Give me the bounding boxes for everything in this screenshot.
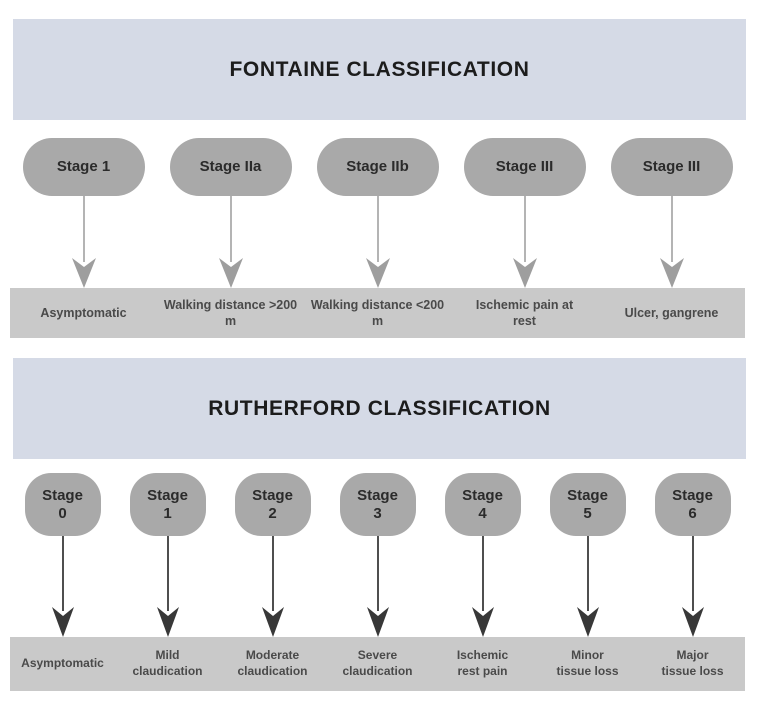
down-arrow-icon: [157, 196, 304, 288]
fontaine-description-5: Ulcer, gangrene: [624, 305, 719, 320]
fontaine-arrow-row: [10, 196, 745, 288]
rutherford-title: RUTHERFORD CLASSIFICATION: [208, 396, 551, 420]
fontaine-stage-pill-3: Stage IIb: [316, 138, 439, 196]
fontaine-stage-pill-4: Stage III: [463, 138, 586, 196]
fontaine-description-2: Walking distance >200 m: [163, 297, 298, 328]
rutherford-description-6: Major tissue loss: [661, 648, 724, 678]
down-arrow-icon: [115, 536, 220, 637]
fontaine-stage-pill-2: Stage IIa: [169, 138, 292, 196]
rutherford-section: RUTHERFORD CLASSIFICATION Stage 0 Stage …: [0, 358, 760, 691]
down-arrow-icon: [325, 536, 430, 637]
rutherford-stage-label-3: Stage 3: [357, 487, 398, 522]
rutherford-description-3: Severe claudication: [342, 648, 413, 678]
fontaine-stage-label-1: Stage 1: [56, 158, 111, 176]
fontaine-description-1: Asymptomatic: [40, 305, 127, 320]
rutherford-stage-label-0: Stage 0: [42, 487, 83, 522]
rutherford-stage-pill-5: Stage 5: [549, 473, 626, 536]
down-arrow-icon: [10, 196, 157, 288]
fontaine-header: FONTAINE CLASSIFICATION: [13, 19, 746, 120]
fontaine-title: FONTAINE CLASSIFICATION: [229, 57, 530, 81]
rutherford-description-bar: Asymptomatic Mild claudication Moderate …: [10, 637, 745, 691]
fontaine-stage-pill-1: Stage 1: [22, 138, 145, 196]
rutherford-stage-pill-3: Stage 3: [339, 473, 416, 536]
fontaine-stage-label-2: Stage IIa: [199, 158, 262, 176]
down-arrow-icon: [220, 536, 325, 637]
fontaine-description-4: Ischemic pain at rest: [475, 297, 574, 328]
rutherford-stage-label-2: Stage 2: [252, 487, 293, 522]
fontaine-stage-label-5: Stage III: [642, 158, 701, 176]
rutherford-stage-pill-1: Stage 1: [129, 473, 206, 536]
down-arrow-icon: [598, 196, 745, 288]
fontaine-description-bar: Asymptomatic Walking distance >200 m Wal…: [10, 288, 745, 338]
fontaine-description-3: Walking distance <200 m: [310, 297, 445, 328]
fontaine-section: FONTAINE CLASSIFICATION Stage 1 Stage II…: [0, 19, 760, 338]
rutherford-arrow-row: [10, 536, 745, 637]
rutherford-description-5: Minor tissue loss: [556, 648, 619, 678]
down-arrow-icon: [451, 196, 598, 288]
rutherford-stage-label-4: Stage 4: [462, 487, 503, 522]
down-arrow-icon: [10, 536, 115, 637]
rutherford-stage-pill-0: Stage 0: [24, 473, 101, 536]
rutherford-stage-label-1: Stage 1: [147, 487, 188, 522]
down-arrow-icon: [535, 536, 640, 637]
rutherford-pill-row: Stage 0 Stage 1 Stage 2 Stage 3 Stage 4 …: [10, 473, 745, 536]
fontaine-stage-label-3: Stage IIb: [346, 158, 409, 176]
rutherford-stage-pill-6: Stage 6: [654, 473, 731, 536]
rutherford-stage-label-6: Stage 6: [672, 487, 713, 522]
fontaine-pill-row: Stage 1 Stage IIa Stage IIb Stage III St…: [10, 138, 745, 196]
fontaine-stage-label-4: Stage III: [495, 158, 554, 176]
rutherford-description-2: Moderate claudication: [237, 648, 308, 678]
down-arrow-icon: [640, 536, 745, 637]
rutherford-stage-label-5: Stage 5: [567, 487, 608, 522]
rutherford-description-0: Asymptomatic: [21, 656, 104, 671]
down-arrow-icon: [430, 536, 535, 637]
rutherford-header: RUTHERFORD CLASSIFICATION: [13, 358, 746, 459]
rutherford-stage-pill-2: Stage 2: [234, 473, 311, 536]
rutherford-stage-pill-4: Stage 4: [444, 473, 521, 536]
rutherford-description-4: Ischemic rest pain: [456, 648, 509, 678]
fontaine-stage-pill-5: Stage III: [610, 138, 733, 196]
rutherford-description-1: Mild claudication: [132, 648, 203, 678]
down-arrow-icon: [304, 196, 451, 288]
